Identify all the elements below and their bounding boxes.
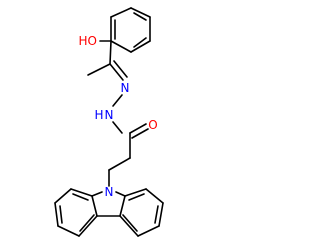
carbonyl-double-bond-a <box>129 123 147 134</box>
azine-n1-label: N <box>121 81 130 95</box>
azine-n2-label: N <box>105 108 114 122</box>
imine-double-bond-a <box>109 63 124 81</box>
imine-double-bond-b <box>113 60 128 78</box>
carbazole-n-left <box>91 191 103 197</box>
carbazole-n-label: N <box>105 185 114 199</box>
methyl-bond <box>87 63 111 76</box>
carbazole-n-right <box>115 191 126 197</box>
carbonyl-o-label: O <box>148 118 157 132</box>
hydroxyl-label: HO <box>79 34 97 48</box>
carbonyl-double-bond-b <box>131 128 149 139</box>
structure-drawing: HO N N H O N <box>54 7 164 237</box>
ring-imine-bond <box>109 40 112 65</box>
carbazole-pyrrole-ring <box>91 195 126 217</box>
hydroxyphenyl-ring <box>110 7 151 53</box>
carbazole-right-ring <box>119 188 164 237</box>
carbazole-left-ring <box>54 188 98 237</box>
hydrazine-bond <box>112 94 123 107</box>
molecule-canvas: HO N N H O N <box>54 7 164 237</box>
amide-h-label: H <box>94 108 103 122</box>
amide-n-bond <box>112 121 123 134</box>
chain-bond-2 <box>108 157 131 171</box>
